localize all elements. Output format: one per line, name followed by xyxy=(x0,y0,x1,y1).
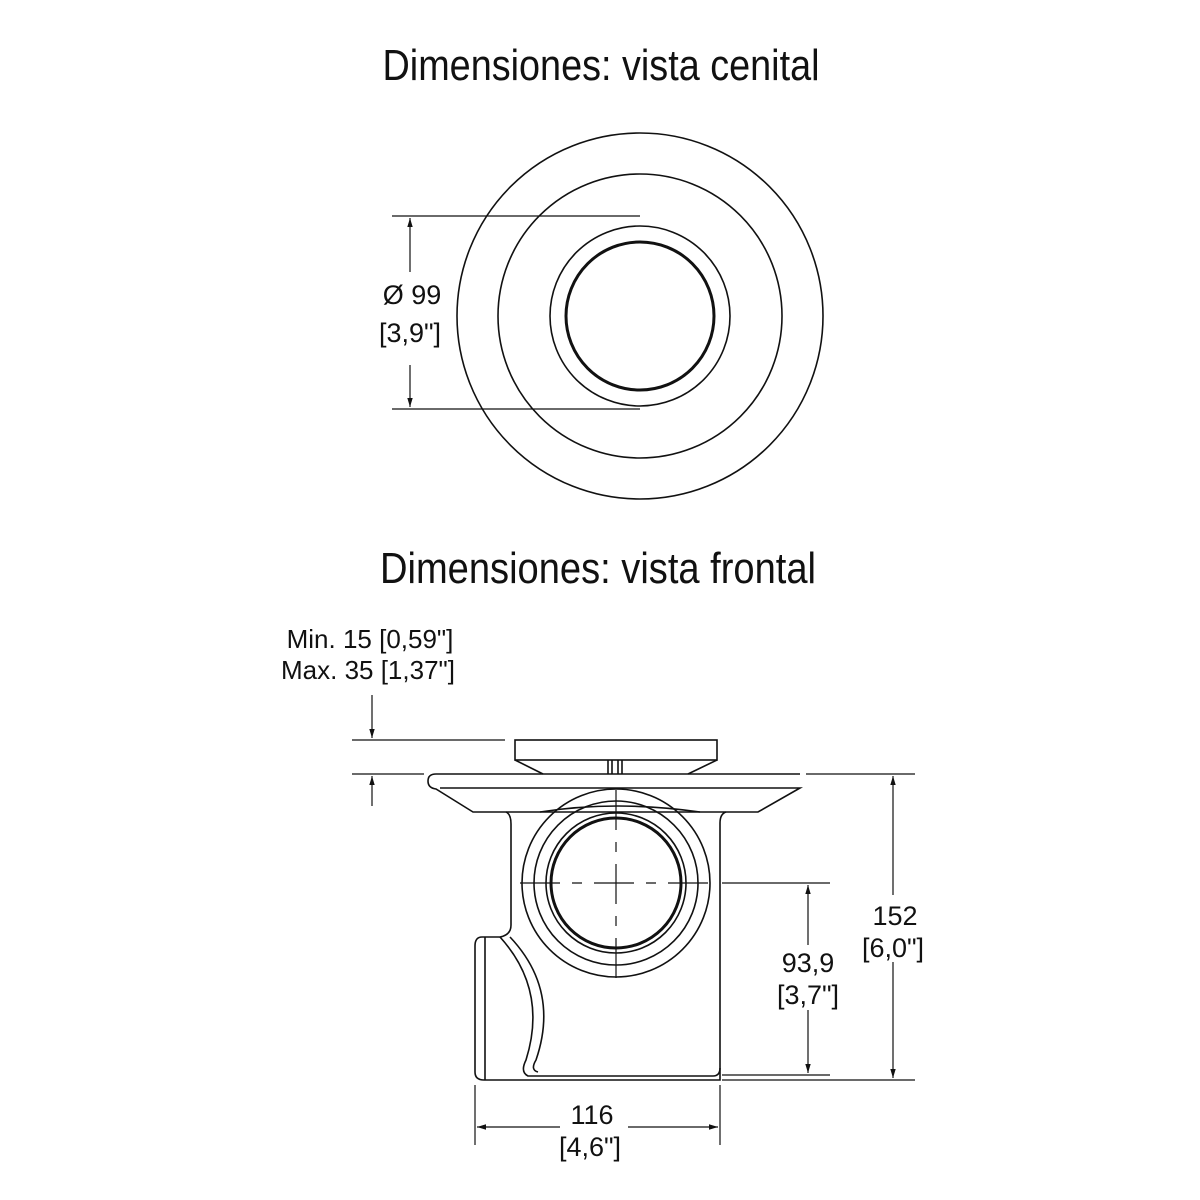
height-in-label: [6,0"] xyxy=(862,933,924,963)
outlet-height-in-label: [3,7"] xyxy=(777,980,839,1010)
top-view-drain xyxy=(456,132,824,500)
grate-stem xyxy=(607,760,623,774)
height-mm-label: 152 xyxy=(872,901,917,931)
front-view-drain xyxy=(427,739,804,1081)
width-in-label: [4,6"] xyxy=(559,1132,621,1162)
flange-inner-circle xyxy=(497,173,783,459)
grate-circle xyxy=(564,240,716,392)
grate-ring-circle xyxy=(549,225,731,407)
diameter-dimension: Ø 99 [3,9"] xyxy=(379,215,640,410)
top-view-title: Dimensiones: vista cenital xyxy=(383,41,820,90)
body xyxy=(474,811,727,1081)
total-height-dimension: 152 [6,0"] xyxy=(722,773,924,1081)
outlet-height-dimension: 93,9 [3,7"] xyxy=(722,882,839,1076)
diameter-mm-label: Ø 99 xyxy=(383,280,442,310)
grate-cap xyxy=(514,739,718,761)
width-dimension: 116 [4,6"] xyxy=(474,1085,721,1162)
grate-adjustment-dimension xyxy=(352,695,505,806)
side-outlet-notch xyxy=(499,936,721,1077)
flange xyxy=(427,773,804,813)
min-label: Min. 15 [0,59"] xyxy=(287,624,454,654)
front-view-title: Dimensiones: vista frontal xyxy=(380,544,816,593)
outer-flange-circle xyxy=(456,132,824,500)
width-mm-label: 116 xyxy=(570,1100,613,1130)
max-label: Max. 35 [1,37"] xyxy=(281,655,455,685)
diameter-in-label: [3,9"] xyxy=(379,318,441,348)
outlet-height-mm-label: 93,9 xyxy=(782,948,835,978)
